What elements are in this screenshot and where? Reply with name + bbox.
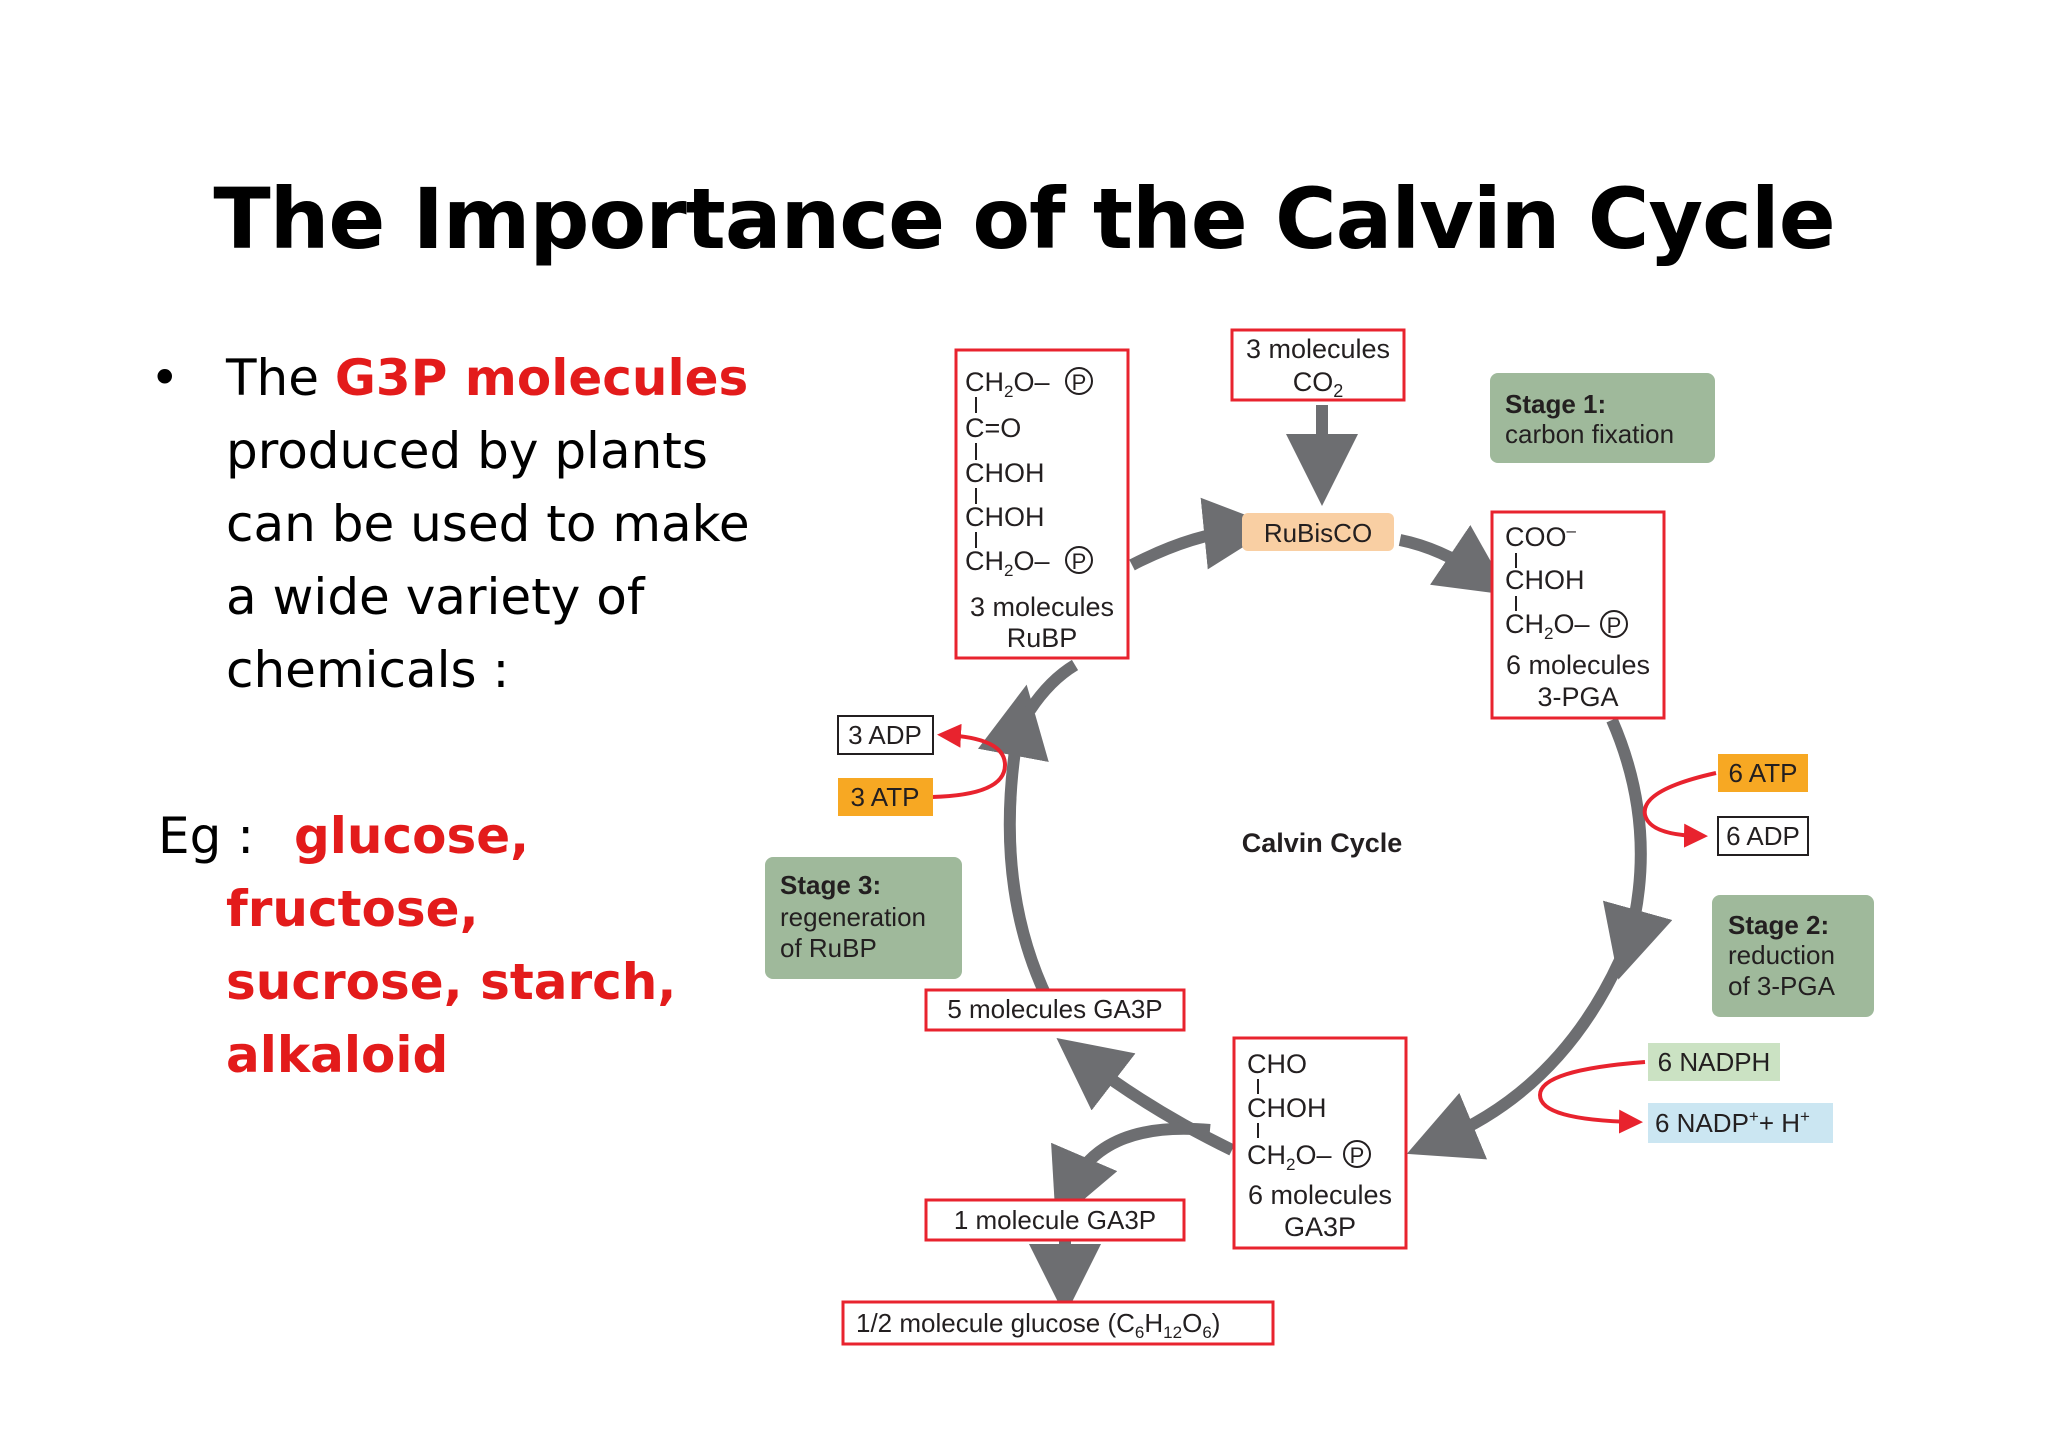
- nadp-box: 6 NADP++ H+: [1648, 1103, 1833, 1143]
- phosphate-label-4: P: [1350, 1143, 1365, 1168]
- phosphate-label-3: P: [1607, 613, 1622, 638]
- pga-caption-2: 3-PGA: [1537, 682, 1618, 712]
- cycle-arrow-rubp-to-rubisco: [1129, 497, 1276, 571]
- atp6-box: 6 ATP: [1718, 754, 1808, 792]
- ga3p6-line-1: CHO: [1247, 1049, 1307, 1079]
- arrow-atp3-to-adp3: [931, 723, 1008, 799]
- slide-title: The Importance of the Calvin Cycle: [213, 170, 1835, 268]
- phosphate-icon-4: [1343, 1140, 1371, 1168]
- rubp-line-3: CHOH: [965, 458, 1045, 488]
- arrow-atp6-to-adp6: [1642, 771, 1717, 848]
- ga3p6-box: CHO CHOH CH2O– P 6 molecules GA3P: [1232, 1036, 1408, 1250]
- atp3-label: 3 ATP: [851, 782, 920, 812]
- bullet-line-1: produced by plants: [226, 422, 708, 480]
- nadph-label: 6 NADPH: [1658, 1047, 1771, 1077]
- cycle-arrow-to-ga3p6: [1406, 957, 1626, 1160]
- example-line-3: alkaloid: [226, 1026, 449, 1084]
- ga3p6-line-3: CH2O–: [1247, 1140, 1332, 1174]
- rubisco-box: RuBisCO: [1242, 513, 1394, 551]
- bullet-text: The G3P molecules produced by plants can…: [226, 342, 786, 707]
- phosphate-label: P: [1072, 370, 1087, 395]
- cycle-arrow-ga3p6-to-ga3p5: [1056, 1038, 1235, 1156]
- pga-box: COO– CHOH CH2O– P 6 molecules 3-PGA: [1490, 510, 1666, 720]
- glucose-box: 1/2 molecule glucose (C6H12O6): [841, 1300, 1275, 1346]
- rubp-caption-2: RuBP: [1007, 623, 1078, 653]
- example-label: Eg :: [158, 807, 255, 865]
- ga3p1-box: 1 molecule GA3P: [924, 1198, 1186, 1242]
- arrow-nadph-to-nadp: [1537, 1060, 1646, 1134]
- ga3p5-box: 5 molecules GA3P: [924, 988, 1186, 1032]
- atp6-label: 6 ATP: [1729, 758, 1798, 788]
- example-line-1: glucose, fructose,: [226, 807, 530, 938]
- stage-1-box: Stage 1: carbon fixation: [1490, 373, 1715, 463]
- rubp-box: CH2O– P C=O CHOH CHOH CH2O– P 3 molecule…: [954, 348, 1130, 660]
- cycle-arrow-ga3p5-to-rubp: [977, 684, 1054, 1003]
- cycle-arrow-pga-to-ga3p: [1602, 717, 1673, 980]
- pga-line-1: COO–: [1505, 521, 1577, 552]
- stage-1-title: Stage 1:: [1505, 389, 1606, 419]
- cycle-arrow-branch-to-ga3p1: [1051, 1122, 1211, 1224]
- adp6-box: 6 ADP: [1717, 816, 1809, 856]
- nadp-label: 6 NADP++ H+: [1655, 1107, 1810, 1138]
- stage-3-box: Stage 3: regeneration of RuBP: [765, 857, 962, 979]
- bullet-prefix: The: [226, 349, 335, 407]
- phosphate-label-2: P: [1072, 549, 1087, 574]
- bullet-line-4: chemicals :: [226, 641, 510, 699]
- co2-line-2: CO2: [1293, 367, 1344, 401]
- atp3-box: 3 ATP: [838, 778, 933, 816]
- adp3-box: 3 ADP: [837, 715, 934, 755]
- bullet-line-3: a wide variety of: [226, 568, 645, 626]
- stage-2-title: Stage 2:: [1728, 910, 1829, 940]
- bullet-point-icon: •: [150, 349, 180, 407]
- co2-formula: CO: [1293, 367, 1334, 397]
- nadph-box: 6 NADPH: [1648, 1043, 1780, 1081]
- stage-1-text: carbon fixation: [1505, 419, 1674, 449]
- phosphate-icon-3: [1600, 610, 1628, 638]
- pga-line-2: CHOH: [1505, 565, 1585, 595]
- cycle-arrow-up-to-rubp: [1025, 659, 1079, 714]
- ga3p6-caption-2: GA3P: [1284, 1212, 1356, 1242]
- ga3p1-label: 1 molecule GA3P: [954, 1205, 1156, 1235]
- rubisco-label: RuBisCO: [1264, 518, 1372, 548]
- ga3p6-line-2: CHOH: [1247, 1093, 1327, 1123]
- ga3p6-caption-1: 6 molecules: [1248, 1180, 1392, 1210]
- g3p-highlight: G3P molecules: [334, 349, 749, 407]
- glucose-label: 1/2 molecule glucose (C6H12O6): [856, 1308, 1220, 1342]
- example-line-2: sucrose, starch,: [226, 953, 677, 1011]
- adp3-label: 3 ADP: [848, 720, 922, 750]
- stage-3-title: Stage 3:: [780, 870, 881, 900]
- bullet-line-2: can be used to make: [226, 495, 750, 553]
- co2-box: 3 molecules CO2: [1230, 328, 1406, 402]
- stage-3-line-2: of RuBP: [780, 933, 877, 963]
- stage-3-line-1: regeneration: [780, 902, 926, 932]
- rubp-line-1: CH2O–: [965, 367, 1050, 401]
- pga-caption-1: 6 molecules: [1506, 650, 1650, 680]
- rubp-line-4: CHOH: [965, 502, 1045, 532]
- co2-line-1: 3 molecules: [1246, 334, 1390, 364]
- example-items: glucose, fructose, sucrose, starch, alka…: [226, 800, 786, 1092]
- stage-2-line-1: reduction: [1728, 940, 1835, 970]
- phosphate-icon: [1065, 367, 1093, 395]
- co2-subscript: 2: [1333, 381, 1343, 401]
- stage-2-line-2: of 3-PGA: [1728, 971, 1836, 1001]
- phosphate-icon-2: [1065, 546, 1093, 574]
- stage-2-box: Stage 2: reduction of 3-PGA: [1712, 895, 1874, 1017]
- rubp-line-2: C=O: [965, 413, 1021, 443]
- adp6-label: 6 ADP: [1726, 821, 1800, 851]
- rubp-caption-1: 3 molecules: [970, 592, 1114, 622]
- rubp-line-5: CH2O–: [965, 546, 1050, 580]
- pga-line-3: CH2O–: [1505, 609, 1590, 643]
- cycle-arrow-rubisco-to-pga: [1398, 525, 1510, 596]
- ga3p5-label: 5 molecules GA3P: [947, 994, 1162, 1024]
- calvin-cycle-label: Calvin Cycle: [1242, 828, 1403, 858]
